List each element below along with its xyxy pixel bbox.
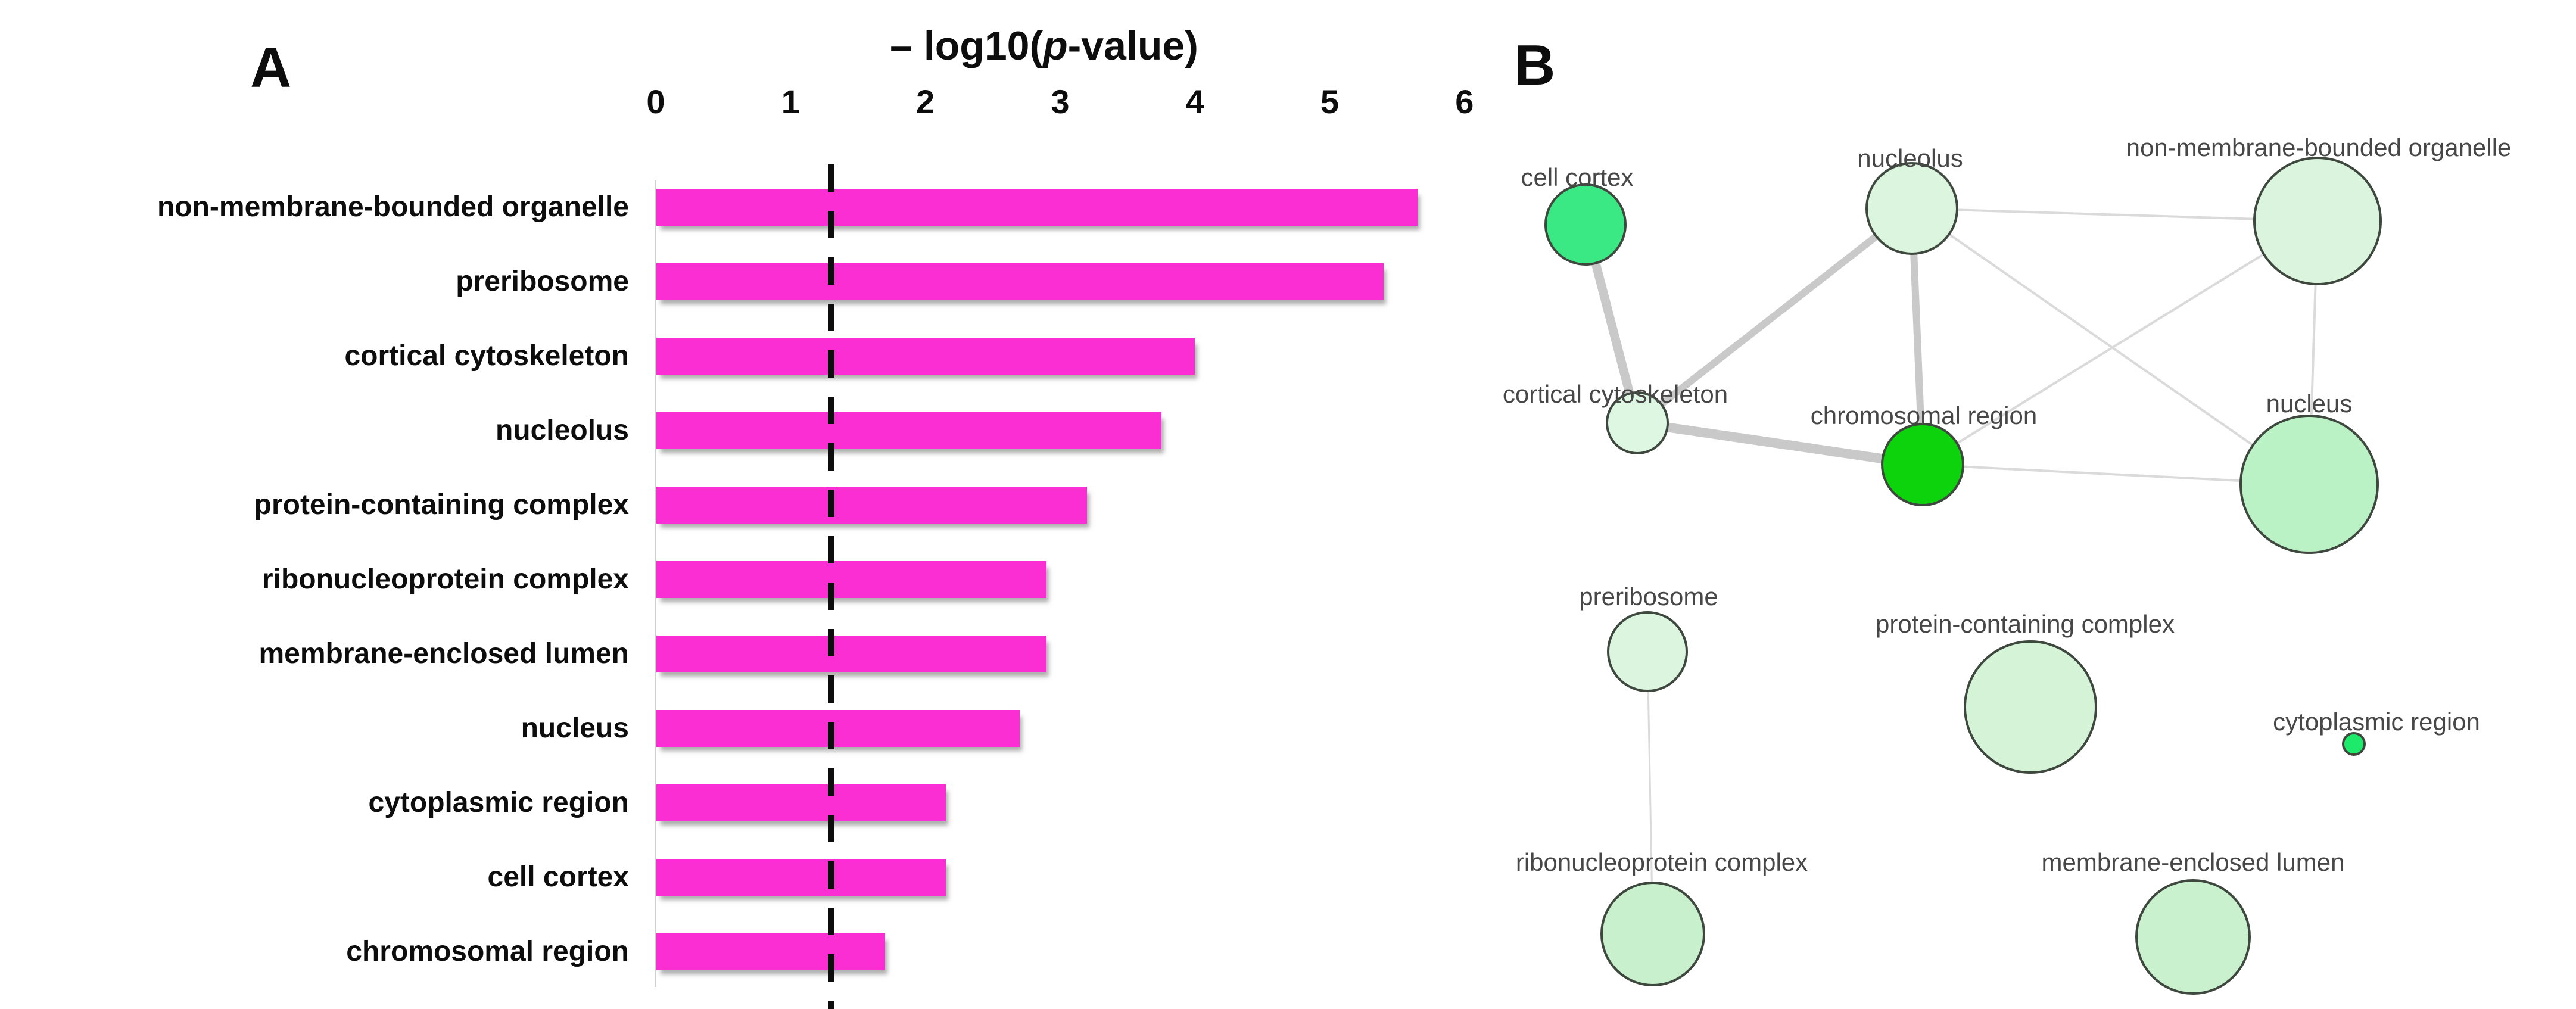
network-node-label: nucleolus — [1857, 144, 1963, 172]
category-axis-line — [655, 180, 656, 987]
network-node-label: membrane-enclosed lumen — [2042, 848, 2345, 876]
network-node-nucleus — [2239, 415, 2379, 554]
network-node-ribonucleoprotein-complex — [1600, 882, 1705, 986]
bar — [656, 487, 1088, 524]
network-node-label: cell cortex — [1521, 163, 1633, 191]
x-tick-label: 2 — [916, 83, 935, 120]
category-label: cytoplasmic region — [368, 787, 629, 818]
network-node-label: chromosomal region — [1811, 401, 2038, 429]
significance-threshold-line — [828, 164, 835, 1009]
network-edge — [1911, 207, 2318, 222]
network-node-non-membrane-bounded-organelle — [2253, 157, 2382, 285]
bar — [656, 859, 946, 896]
network-node-label: preribosome — [1579, 583, 1718, 611]
category-label: nucleus — [521, 712, 629, 744]
network-node-label: protein-containing complex — [1876, 610, 2175, 638]
network-node-preribosome — [1607, 611, 1688, 692]
x-tick-label: 0 — [646, 83, 665, 120]
category-label: protein-containing complex — [254, 489, 629, 521]
category-label: non-membrane-bounded organelle — [157, 191, 629, 223]
network-node-membrane-enclosed-lumen — [2135, 879, 2251, 995]
axis-title-suffix: -value) — [1067, 23, 1198, 68]
x-tick-label: 5 — [1320, 83, 1340, 120]
network-edge — [1636, 418, 1924, 469]
network-node-cortical-cytoskeleton — [1606, 391, 1669, 454]
network-edge — [1911, 207, 2310, 485]
category-label: cell cortex — [487, 861, 629, 893]
panel-a-letter: A — [250, 36, 292, 99]
network-node-cytoplasmic-region — [2342, 732, 2366, 756]
axis-title-prefix: – log10( — [890, 23, 1044, 68]
x-axis-title: – log10(p-value) — [890, 23, 1198, 69]
bar — [656, 338, 1195, 375]
network-node-label: ribonucleoprotein complex — [1516, 848, 1808, 876]
category-label: membrane-enclosed lumen — [258, 638, 629, 669]
network-edge — [1921, 220, 2319, 466]
panel-b-letter: B — [1514, 33, 1556, 97]
network-node-label: non-membrane-bounded organelle — [2126, 133, 2512, 161]
network-edge — [1635, 205, 1914, 426]
x-tick-label: 3 — [1051, 83, 1070, 120]
category-label: chromosomal region — [346, 936, 629, 967]
x-tick-label: 1 — [781, 83, 800, 120]
bar — [656, 933, 885, 970]
network-node-cell-cortex — [1544, 183, 1627, 266]
axis-title-p-italic: p — [1043, 23, 1068, 68]
network-node-label: cytoplasmic region — [2273, 708, 2480, 736]
network-node-label: nucleus — [2266, 390, 2353, 418]
network-node-protein-containing-complex — [1964, 640, 2097, 774]
network-node-nucleolus — [1865, 162, 1958, 255]
x-tick-label: 6 — [1455, 83, 1474, 120]
network-node-chromosomal-region — [1881, 423, 1964, 506]
bar — [656, 561, 1047, 598]
bar — [656, 412, 1161, 449]
bar — [656, 636, 1047, 672]
category-label: nucleolus — [495, 415, 629, 446]
x-tick-label: 4 — [1185, 83, 1204, 120]
category-label: ribonucleoprotein complex — [261, 563, 629, 595]
network-node-label: cortical cytoskeleton — [1503, 380, 1728, 408]
bar — [656, 710, 1020, 747]
bar — [656, 263, 1384, 300]
category-label: preribosome — [456, 266, 629, 297]
bar — [656, 189, 1418, 226]
bar — [656, 784, 946, 821]
category-label: cortical cytoskeleton — [344, 340, 629, 372]
